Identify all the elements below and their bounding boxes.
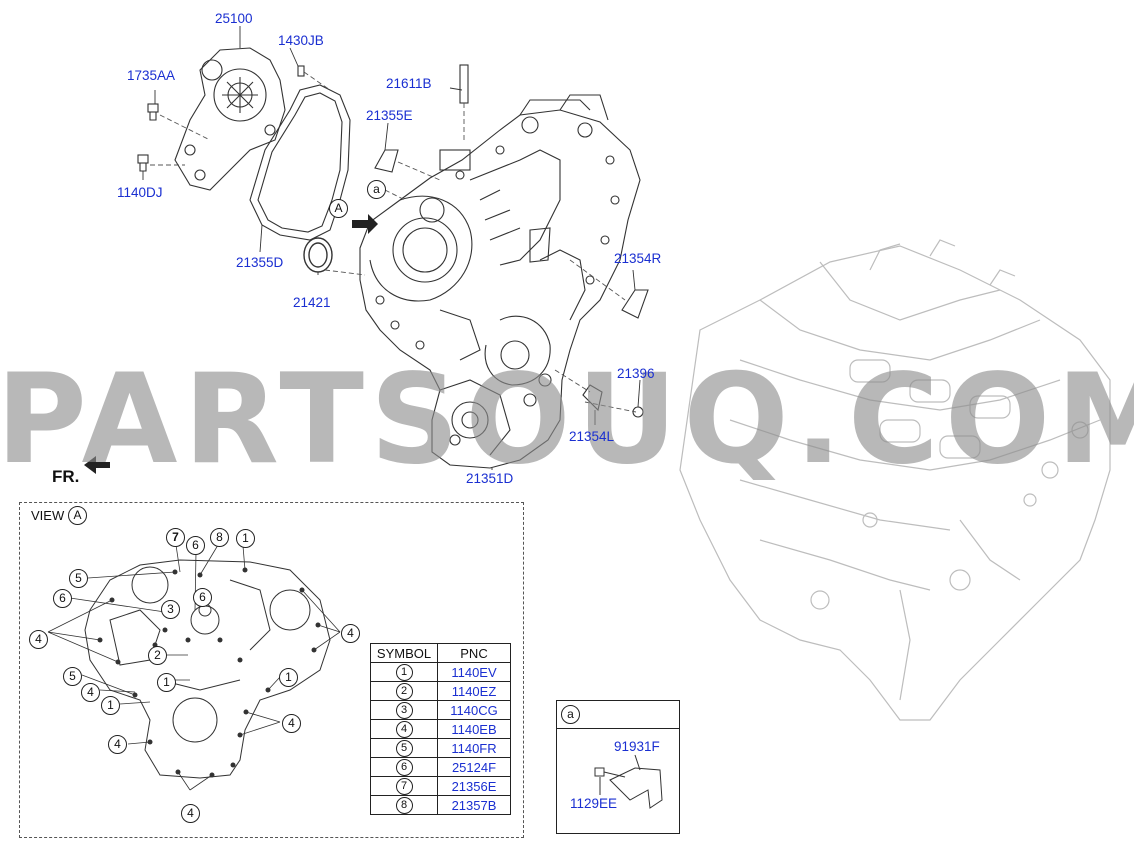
- view-symbol-5b: 5: [63, 667, 82, 686]
- view-symbol-1b: 1: [157, 673, 176, 692]
- part-label-21351D[interactable]: 21351D: [466, 471, 514, 486]
- callout-leader-lines: [142, 26, 641, 470]
- view-symbol-6c: 6: [193, 588, 212, 607]
- view-symbol-4d: 4: [282, 714, 301, 733]
- view-symbol-6b: 6: [53, 589, 72, 608]
- part-label-25100[interactable]: 25100: [215, 11, 253, 26]
- part-label-21611B[interactable]: 21611B: [386, 76, 432, 91]
- view-symbol-6a: 6: [186, 536, 205, 555]
- symbol-circle: 2: [395, 683, 413, 700]
- view-symbol-2: 2: [148, 646, 167, 665]
- front-direction-label: FR.: [52, 467, 80, 486]
- symbol-pnc-table: SYMBOL PNC 1 1140EV 2 1140EZ 3 1140CG 4 1140…: [370, 643, 511, 815]
- table-row: 8 21357B: [370, 795, 511, 815]
- view-symbol-4c: 4: [81, 683, 100, 702]
- table-header-row: SYMBOL PNC: [370, 643, 511, 663]
- oil-seal-21421-illustration: [303, 237, 333, 273]
- detail-a-panel: [556, 700, 680, 834]
- table-row: 2 1140EZ: [370, 681, 511, 701]
- table-header-pnc: PNC: [437, 643, 511, 663]
- view-symbol-3: 3: [161, 600, 180, 619]
- pnc-link[interactable]: 21356E: [437, 776, 511, 796]
- pnc-link[interactable]: 25124F: [437, 757, 511, 777]
- view-symbol-4e: 4: [108, 735, 127, 754]
- part-label-91931F[interactable]: 91931F: [614, 739, 660, 754]
- marker-a: a: [367, 180, 386, 199]
- part-label-21355D[interactable]: 21355D: [236, 255, 284, 270]
- part-label-21421[interactable]: 21421: [293, 295, 331, 310]
- symbol-circle: 1: [395, 664, 413, 681]
- front-direction-arrow: [84, 456, 110, 474]
- view-a-leader-lines: [47, 544, 341, 791]
- view-symbol-1a: 1: [236, 529, 255, 548]
- detail-a-bracket-illustration: [594, 754, 663, 809]
- gasket-21355D-illustration: [249, 84, 351, 241]
- part-label-1430JB[interactable]: 1430JB: [278, 33, 324, 48]
- table-row: 6 25124F: [370, 757, 511, 777]
- pnc-link[interactable]: 1140EV: [437, 662, 511, 682]
- detail-a-header: [557, 701, 679, 729]
- view-symbol-8: 8: [210, 528, 229, 547]
- symbol-circle: 8: [395, 797, 413, 814]
- engine-block-illustration: [679, 239, 1111, 721]
- symbol-circle: 5: [395, 740, 413, 757]
- part-label-21355E[interactable]: 21355E: [366, 108, 413, 123]
- dowel-pin-illustration: [459, 64, 469, 104]
- view-symbol-7: 7: [166, 528, 185, 547]
- view-a-panel: [19, 502, 524, 838]
- symbol-circle: 6: [395, 759, 413, 776]
- small-gasket-illustrations: [374, 149, 649, 418]
- assembly-guide-lines: [150, 71, 637, 413]
- part-label-1140DJ[interactable]: 1140DJ: [117, 185, 163, 200]
- table-row: 4 1140EB: [370, 719, 511, 739]
- symbol-circle: 7: [395, 778, 413, 795]
- pnc-link[interactable]: 1140EB: [437, 719, 511, 739]
- part-label-21396[interactable]: 21396: [617, 366, 655, 381]
- water-pump-illustration: [174, 47, 286, 191]
- table-row: 3 1140CG: [370, 700, 511, 720]
- pnc-link[interactable]: 21357B: [437, 795, 511, 815]
- view-symbol-4f: 4: [181, 804, 200, 823]
- part-label-21354R[interactable]: 21354R: [614, 251, 662, 266]
- pnc-link[interactable]: 1140EZ: [437, 681, 511, 701]
- part-label-21354L[interactable]: 21354L: [569, 429, 615, 444]
- detail-a-marker: a: [561, 705, 580, 724]
- table-row: 7 21356E: [370, 776, 511, 796]
- pnc-link[interactable]: 1140CG: [437, 700, 511, 720]
- view-symbol-1d: 1: [101, 696, 120, 715]
- symbol-circle: 3: [395, 702, 413, 719]
- table-row: 5 1140FR: [370, 738, 511, 758]
- part-label-1129EE[interactable]: 1129EE: [570, 796, 618, 811]
- view-a-title: VIEW: [31, 508, 65, 523]
- view-direction-arrow: [352, 214, 378, 234]
- part-label-1735AA[interactable]: 1735AA: [127, 68, 176, 83]
- pnc-link[interactable]: 1140FR: [437, 738, 511, 758]
- table-row: 1 1140EV: [370, 662, 511, 682]
- symbol-circle: 4: [395, 721, 413, 738]
- view-symbol-4a: 4: [29, 630, 48, 649]
- view-symbol-1c: 1: [279, 668, 298, 687]
- timing-cover-illustration: [359, 94, 641, 469]
- table-header-symbol: SYMBOL: [370, 643, 438, 663]
- view-symbol-4b: 4: [341, 624, 360, 643]
- marker-view-A: A: [329, 199, 348, 218]
- view-symbol-5a: 5: [69, 569, 88, 588]
- view-a-marker: A: [68, 506, 87, 525]
